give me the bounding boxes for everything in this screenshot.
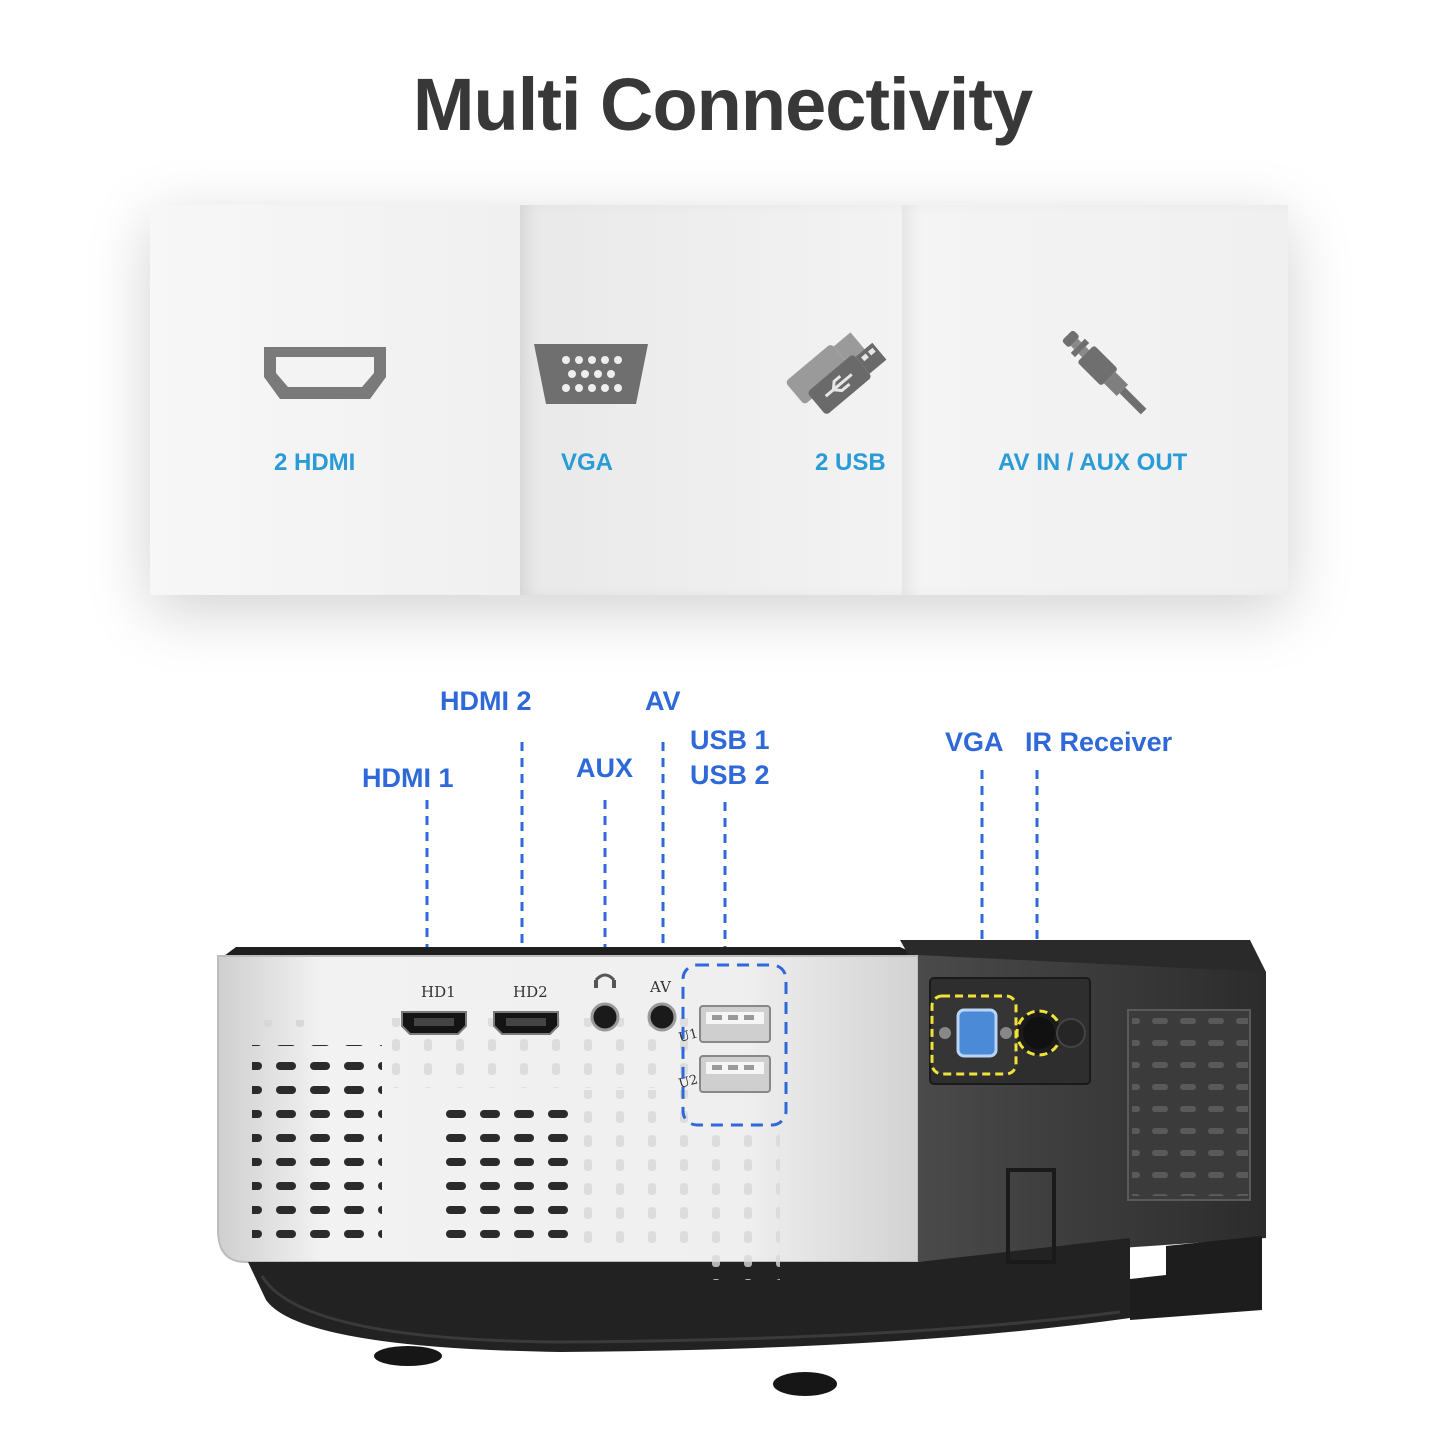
usb1-port (699, 1005, 771, 1043)
callout-label-usb2: USB 2 (690, 760, 770, 790)
feature-panel-left (150, 205, 520, 595)
device-text-u2: U2 (677, 1072, 699, 1091)
usb-stick-icon (786, 332, 887, 414)
callout-label-hdmi2: HDMI 2 (440, 686, 532, 716)
feature-panel-right (902, 205, 1288, 595)
callout-label-av: AV (645, 686, 681, 716)
device-text-av: AV (649, 978, 672, 996)
usb-highlight-box (681, 963, 788, 1127)
callout-label-ir: IR Receiver (1025, 727, 1173, 757)
feature-label-av-aux: AV IN / AUX OUT (998, 449, 1188, 476)
audio-jack-icon (1062, 330, 1147, 415)
aux-port (590, 1002, 620, 1032)
device-text-u1: U1 (677, 1026, 699, 1045)
callout-label-vga: VGA (945, 727, 1004, 757)
page-title: Multi Connectivity (412, 63, 1033, 146)
device-text-hd1: HD1 (421, 983, 456, 1001)
device-text-hd2: HD2 (513, 983, 548, 1001)
callout-label-aux: AUX (576, 753, 634, 783)
av-port (647, 1002, 677, 1032)
callout-label-usb1: USB 1 (690, 725, 770, 755)
hdmi2-port (493, 1011, 559, 1035)
feature-label-hdmi: 2 HDMI (274, 449, 356, 476)
feature-label-usb: 2 USB (815, 449, 886, 476)
vga-port-icon (534, 344, 648, 404)
feature-label-vga: VGA (561, 449, 614, 476)
hdmi-port-icon (264, 347, 386, 399)
usb2-port (699, 1055, 771, 1093)
callout-label-hdmi1: HDMI 1 (362, 763, 454, 793)
hdmi1-port (401, 1011, 467, 1035)
